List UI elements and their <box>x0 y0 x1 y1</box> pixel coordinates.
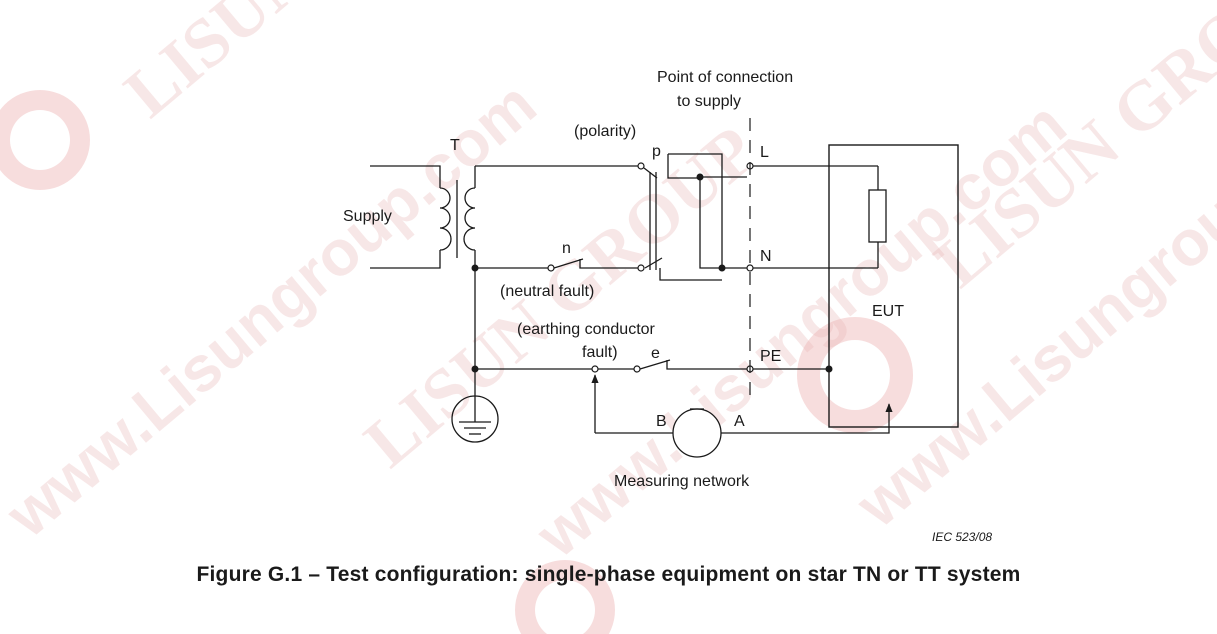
figure-caption: Figure G.1 – Test configuration: single-… <box>196 563 1021 586</box>
switch-e-blade <box>639 359 747 370</box>
node-A-label: A <box>734 413 745 430</box>
switch-n-label: n <box>562 240 571 257</box>
transformer-label: T <box>450 137 460 154</box>
point-of-connection-label-2: to supply <box>677 93 741 110</box>
terminal-L-label: L <box>760 144 769 161</box>
terminal-p-in <box>637 162 645 170</box>
ground-icon <box>451 395 499 443</box>
point-of-connection-label: Point of connection <box>657 69 793 86</box>
iec-reference: IEC 523/08 <box>932 530 992 544</box>
supply-primary-wires <box>370 165 441 269</box>
earthing-fault-label-2: fault) <box>582 344 618 361</box>
measuring-instrument <box>672 408 722 458</box>
line-conductor <box>475 162 878 178</box>
supply-label: Supply <box>343 208 392 225</box>
neutral-fault-label: (neutral fault) <box>500 283 594 300</box>
earthing-fault-label: (earthing conductor <box>517 321 656 338</box>
polarity-label: (polarity) <box>574 123 636 140</box>
neutral-conductor <box>471 258 878 272</box>
earth-conductor <box>471 268 833 396</box>
measuring-network <box>591 374 893 458</box>
switch-p-label: p <box>652 143 661 160</box>
terminal-N-label: N <box>760 248 772 265</box>
node-B-label: B <box>656 413 667 430</box>
transformer-secondary-coil <box>463 187 476 251</box>
eut-label: EUT <box>872 303 904 320</box>
terminal-N-connection <box>746 264 754 272</box>
switch-n-blade <box>553 258 638 269</box>
lisun-logo-watermark <box>0 90 913 634</box>
polarity-switch <box>643 153 726 281</box>
junction-dot <box>696 173 704 181</box>
switch-n-terminal <box>547 264 555 272</box>
junction-B-terminal <box>591 365 599 373</box>
terminal-PE-label: PE <box>760 348 781 365</box>
transformer-primary-coil <box>439 187 452 251</box>
measuring-network-label: Measuring network <box>614 473 750 490</box>
switch-e-label: e <box>651 345 660 362</box>
load-resistor <box>868 189 887 243</box>
eut-box <box>828 144 959 428</box>
terminal-n-in <box>637 264 645 272</box>
switch-e-terminal <box>633 365 641 373</box>
